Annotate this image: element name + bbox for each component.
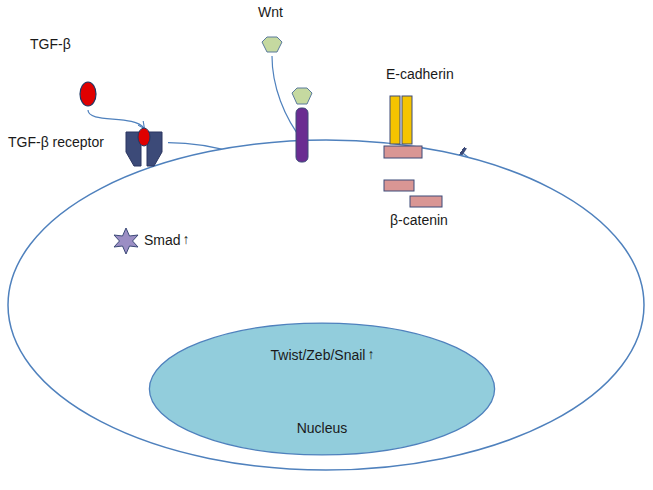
signal-arrow xyxy=(88,110,144,128)
bound-ligand xyxy=(138,128,150,146)
node-label: Nucleus xyxy=(297,420,348,436)
smad-star xyxy=(114,228,138,254)
node-label: TGF-β receptor xyxy=(8,134,104,150)
increase-arrow: ↑ xyxy=(367,346,374,362)
catenin-bar xyxy=(410,196,442,207)
increase-arrow: ↑ xyxy=(183,231,190,247)
gene-node: Twist/Zeb/Snail↑ xyxy=(267,344,378,366)
protein-node: Smad↑ xyxy=(112,226,202,256)
ligand-node: TGF-β xyxy=(30,36,108,110)
node-label: TGF-β xyxy=(30,36,71,52)
wnt-receptor xyxy=(296,108,308,162)
node-label: E-cadherin xyxy=(386,66,454,82)
cell-membrane xyxy=(8,140,644,470)
bound-wnt xyxy=(292,88,312,104)
catenin-bar xyxy=(384,146,422,158)
protein-node: β-catenin xyxy=(380,178,470,234)
node-label: β-catenin xyxy=(390,212,448,228)
tgf-ligand xyxy=(80,82,96,106)
adhesion-node: E-cadherin xyxy=(378,66,462,162)
nucleus-fill xyxy=(149,323,494,455)
ligand-node: Wnt xyxy=(252,4,296,56)
nucleus-ellipse: Nucleus Twist/Zeb/Snail↑ xyxy=(148,322,496,456)
receptor-node: TGF-β receptor xyxy=(8,128,168,170)
wnt-ligand xyxy=(262,37,282,52)
catenin-bar xyxy=(384,180,414,191)
cadherin-bar xyxy=(390,96,400,144)
node-label: Smad xyxy=(144,232,181,248)
node-label: Wnt xyxy=(258,4,283,20)
cadherin-bar xyxy=(402,96,412,144)
node-label: Twist/Zeb/Snail xyxy=(271,347,366,363)
